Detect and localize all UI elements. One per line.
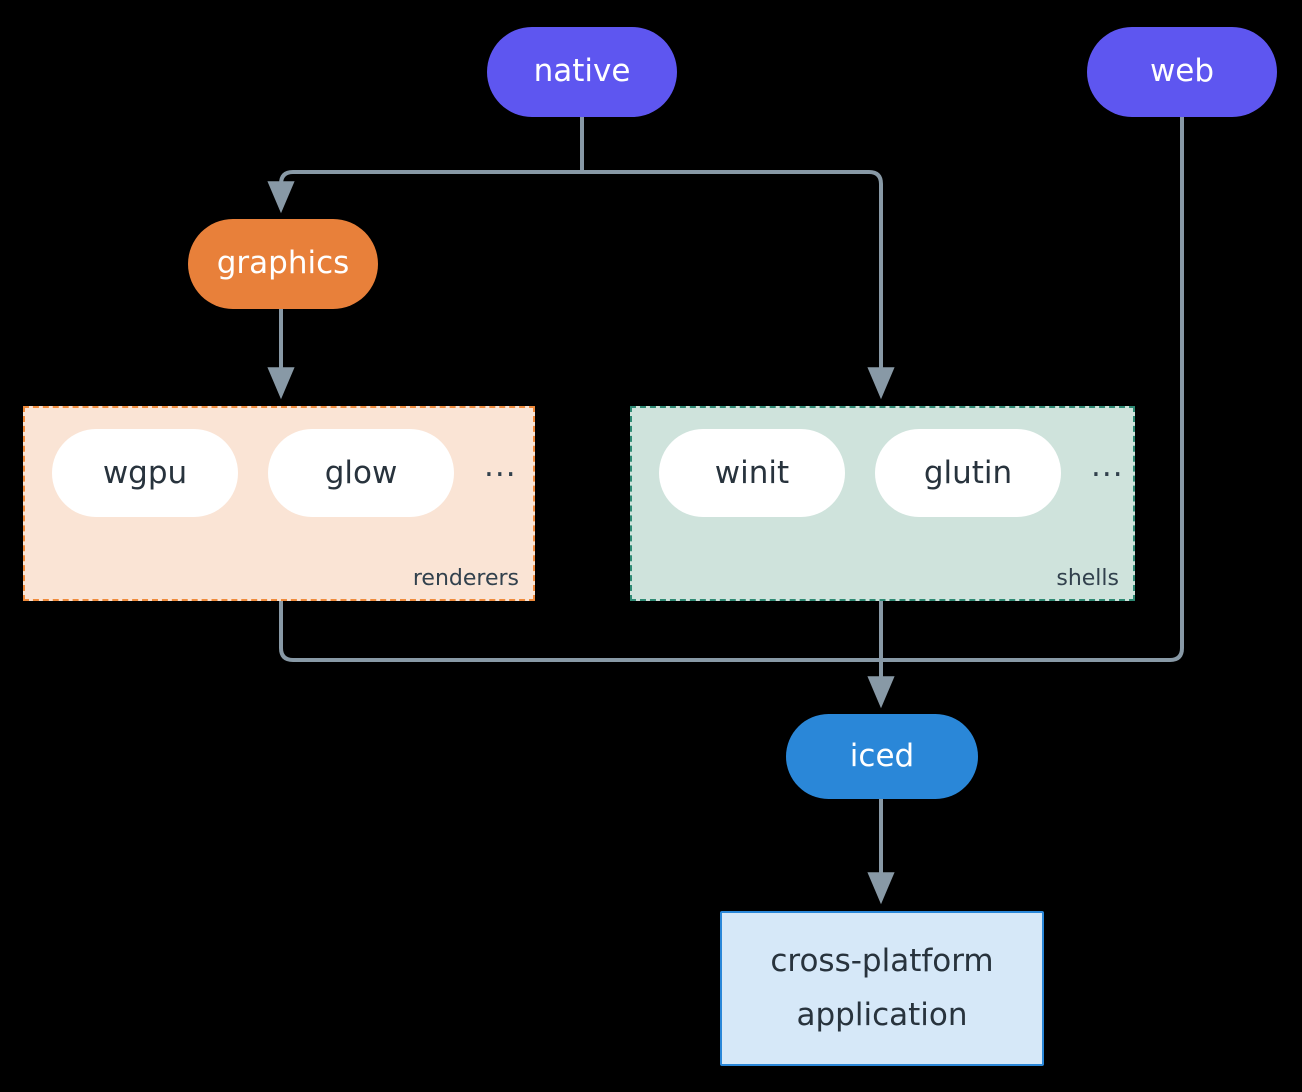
edge-native-to-shells [582, 170, 895, 400]
node-native-label: native [533, 53, 631, 90]
chip-glutin-label: glutin [923, 455, 1013, 491]
edge-native-to-graphics [267, 170, 582, 214]
node-web-label: web [1149, 53, 1215, 90]
node-application-line-1: cross-platform [770, 942, 994, 979]
group-renderers-label: renderers [412, 566, 519, 591]
node-cross-platform-application[interactable]: cross-platform application [720, 911, 1044, 1066]
node-application-line-2: application [796, 996, 968, 1033]
node-web[interactable]: web [1087, 27, 1277, 117]
shells-chip-row: winit glutin ... [659, 429, 1124, 517]
node-iced[interactable]: iced [786, 714, 978, 799]
group-renderers: wgpu glow ... renderers [23, 406, 535, 601]
group-shells-label: shells [1056, 566, 1119, 591]
shells-overflow-ellipsis: ... [1091, 448, 1124, 484]
chip-glow[interactable]: glow [268, 429, 454, 517]
chip-glow-label: glow [324, 455, 398, 491]
edge-renderers-to-iced [279, 601, 881, 662]
node-iced-label: iced [849, 737, 915, 774]
chip-winit-label: winit [714, 455, 790, 491]
chip-wgpu[interactable]: wgpu [52, 429, 238, 517]
chip-winit[interactable]: winit [659, 429, 845, 517]
node-native[interactable]: native [487, 27, 677, 117]
renderers-overflow-ellipsis: ... [484, 448, 517, 484]
node-graphics-label: graphics [216, 245, 350, 282]
group-shells: winit glutin ... shells [630, 406, 1135, 601]
chip-glutin[interactable]: glutin [875, 429, 1061, 517]
renderers-chip-row: wgpu glow ... [52, 429, 517, 517]
node-graphics[interactable]: graphics [188, 219, 378, 309]
chip-wgpu-label: wgpu [102, 455, 188, 491]
